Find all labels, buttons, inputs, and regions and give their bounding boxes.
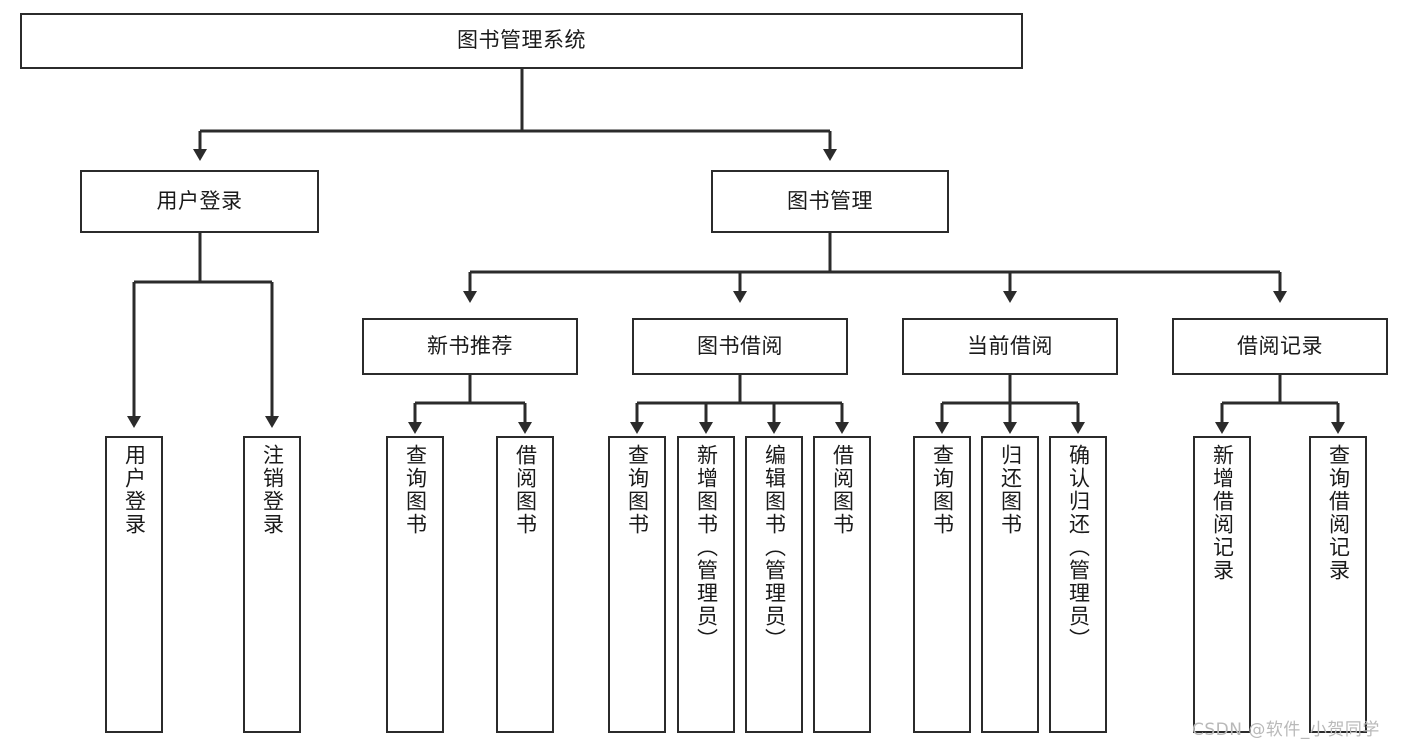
csdn-watermark: CSDN @软件_小贺同学 [1192, 720, 1380, 740]
node-root-book-management-system[interactable]: 图书管理系统 [20, 13, 1023, 69]
node-label: 查询借阅记录 [1326, 444, 1351, 582]
node-leaf-user-login[interactable]: 用户登录 [105, 436, 163, 733]
node-leaf-query-book-current[interactable]: 查询图书 [913, 436, 971, 733]
node-leaf-add-borrow-record[interactable]: 新增借阅记录 [1193, 436, 1251, 733]
node-user-login[interactable]: 用户登录 [80, 170, 319, 233]
node-label: 新增图书（管理员） [694, 444, 719, 651]
node-book-borrow[interactable]: 图书借阅 [632, 318, 848, 375]
node-label: 用户登录 [122, 444, 147, 536]
node-label: 借阅图书 [513, 444, 538, 536]
node-leaf-borrow-book-borrow[interactable]: 借阅图书 [813, 436, 871, 733]
node-label: 新增借阅记录 [1210, 444, 1235, 582]
node-label: 借阅记录 [1237, 333, 1323, 358]
node-leaf-logout-login[interactable]: 注销登录 [243, 436, 301, 733]
node-leaf-confirm-return-admin[interactable]: 确认归还（管理员） [1049, 436, 1107, 733]
node-label: 用户登录 [156, 188, 243, 213]
node-new-book-recommend[interactable]: 新书推荐 [362, 318, 578, 375]
node-leaf-query-book-borrow[interactable]: 查询图书 [608, 436, 666, 733]
node-leaf-add-book-admin[interactable]: 新增图书（管理员） [677, 436, 735, 733]
node-leaf-query-borrow-record[interactable]: 查询借阅记录 [1309, 436, 1367, 733]
node-leaf-borrow-book-recommend[interactable]: 借阅图书 [496, 436, 554, 733]
node-label: 借阅图书 [830, 444, 855, 536]
node-label: 图书管理 [787, 188, 873, 213]
node-leaf-edit-book-admin[interactable]: 编辑图书（管理员） [745, 436, 803, 733]
node-label: 查询图书 [930, 444, 955, 536]
node-book-management[interactable]: 图书管理 [711, 170, 949, 233]
node-leaf-return-book[interactable]: 归还图书 [981, 436, 1039, 733]
node-borrow-record[interactable]: 借阅记录 [1172, 318, 1388, 375]
node-label: 编辑图书（管理员） [762, 444, 787, 651]
node-current-borrow[interactable]: 当前借阅 [902, 318, 1118, 375]
node-label: 查询图书 [403, 444, 428, 536]
node-label: 当前借阅 [967, 333, 1053, 358]
node-label: 确认归还（管理员） [1066, 444, 1091, 651]
node-label: 查询图书 [625, 444, 650, 536]
node-label: 新书推荐 [427, 333, 513, 358]
node-label: 归还图书 [998, 444, 1023, 536]
node-label: 图书借阅 [697, 333, 783, 358]
node-label: 图书管理系统 [457, 28, 586, 53]
node-label: 注销登录 [260, 444, 285, 536]
node-leaf-query-book-recommend[interactable]: 查询图书 [386, 436, 444, 733]
